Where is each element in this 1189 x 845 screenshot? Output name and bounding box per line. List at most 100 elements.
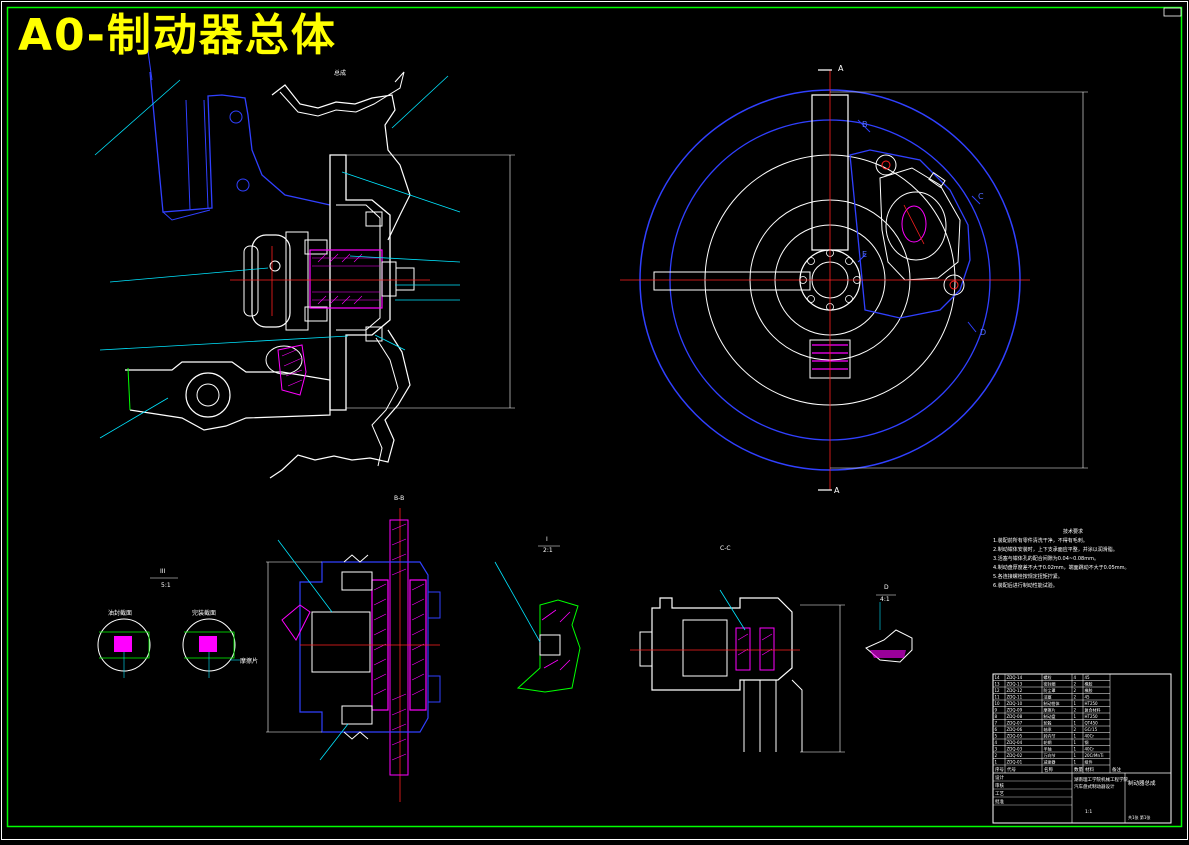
section-b-letter: B [862, 120, 868, 129]
drawing-title: A0-制动器总体 [18, 10, 337, 61]
detail-i-view [494, 545, 581, 693]
parts-header-cell: 名称 [1044, 766, 1053, 773]
parts-cell: 轴承 [1044, 726, 1052, 732]
section-b-view [266, 508, 441, 802]
parts-cell: ZDQ-01 [1007, 760, 1023, 765]
parts-cell: 1 [1074, 734, 1077, 739]
parts-cell: 钢 [1085, 739, 1089, 745]
parts-cell: HT250 [1085, 701, 1099, 706]
tech-note-line: 4.制动盘厚度差不大于0.02mm，端面跳动不大于0.05mm。 [993, 565, 1130, 571]
parts-cell: 减振器 [1044, 759, 1056, 765]
design-name: 汽车盘式制动器设计 [1074, 783, 1115, 790]
tech-notes-title: 技术要求 [1062, 529, 1083, 535]
detail-d-label: D [884, 584, 889, 591]
parts-cell: 复合材料 [1085, 707, 1101, 713]
parts-cell: 橡胶 [1085, 681, 1093, 687]
parts-cell: 1 [1074, 740, 1077, 745]
parts-header-cell: 代号 [1007, 766, 1016, 773]
parts-cell: 半轴 [1044, 746, 1052, 752]
parts-cell: 1 [995, 760, 998, 765]
section-e-letter: E [862, 250, 868, 259]
parts-cell: 轮辋 [1044, 739, 1052, 745]
parts-cell: ZDQ-11 [1007, 695, 1023, 700]
parts-cell: 8 [995, 714, 998, 719]
parts-cell: ZDQ-02 [1007, 753, 1023, 758]
parts-cell: 2 [1074, 727, 1077, 732]
parts-cell: 11 [995, 695, 1001, 700]
sheet-number: 共1张 第1张 [1128, 814, 1150, 820]
parts-cell: QT450 [1085, 721, 1099, 726]
parts-cell: 2 [995, 753, 998, 758]
parts-cell: 轮毂 [1044, 720, 1052, 726]
detail-iii-scale: 5:1 [161, 582, 171, 589]
assembly-section-view [94, 29, 515, 479]
parts-cell: 4 [1074, 675, 1077, 680]
detail-seal-views [97, 577, 240, 678]
parts-cell: ZDQ-09 [1007, 708, 1023, 713]
parts-cell: 14 [995, 675, 1001, 680]
sign-row-label: 工艺 [995, 791, 1004, 797]
parts-cell: GCr15 [1085, 727, 1098, 732]
parts-cell: 1 [1074, 753, 1077, 758]
parts-cell: 13 [995, 682, 1001, 687]
parts-cell: 橡胶 [1085, 687, 1093, 693]
parts-cell: 6 [995, 727, 998, 732]
seal-left-label: 油封截面 [108, 610, 133, 617]
parts-cell: 3 [995, 747, 998, 752]
parts-cell: 活塞 [1044, 694, 1052, 700]
parts-cell: ZDQ-03 [1007, 747, 1023, 752]
parts-cell: 转向节 [1044, 733, 1056, 739]
parts-cell: 1 [1074, 721, 1077, 726]
parts-cell: 40Cr [1085, 734, 1095, 739]
parts-cell: ZDQ-06 [1007, 727, 1023, 732]
section-a-bottom-letter: A [834, 486, 840, 495]
drawing-name-cell: 制动器总成 [1128, 779, 1156, 787]
tech-note-line: 6.装配后进行制动性能试验。 [993, 583, 1058, 589]
parts-cell: 密封圈 [1044, 681, 1056, 687]
parts-cell: 20CrMnTi [1085, 753, 1104, 758]
seal-right-label: 完装截面 [192, 610, 217, 617]
parts-cell: ZDQ-04 [1007, 740, 1023, 745]
scale-value: 1:1 [1085, 809, 1092, 815]
parts-header-cell: 数量 [1074, 766, 1083, 773]
parts-cell: 2 [1074, 708, 1077, 713]
parts-cell: 12 [995, 688, 1001, 693]
parts-cell: ZDQ-05 [1007, 734, 1023, 739]
sign-row-label: 审核 [995, 782, 1004, 789]
section-a-top-letter: A [838, 64, 844, 73]
parts-cell: 1 [1074, 747, 1077, 752]
parts-cell: 制动盘 [1044, 713, 1056, 719]
top-view-mark: 总成 [334, 70, 347, 77]
parts-header-cell: 备注 [1112, 766, 1121, 773]
parts-cell: 螺栓 [1044, 674, 1052, 680]
disc-front-view [620, 69, 1088, 491]
section-c-view [630, 589, 845, 753]
parts-cell: 1 [1074, 714, 1077, 719]
parts-cell: 10 [995, 701, 1001, 706]
parts-cell: 摩擦片 [1044, 707, 1056, 713]
section-d-letter: D [980, 328, 987, 337]
detail-i-scale: 2:1 [543, 547, 553, 554]
section-b-label: B-B [394, 495, 405, 502]
parts-header-cell: 材料 [1085, 766, 1094, 773]
parts-cell: 2 [1074, 695, 1077, 700]
parts-header-cell: 序号 [995, 766, 1004, 773]
parts-cell: ZDQ-10 [1007, 701, 1023, 706]
parts-cell: 2 [1074, 688, 1077, 693]
technical-requirements: 技术要求 1.装配前所有零件清洗干净，不得有毛刺。 2.制动钳体安装时，上下支承… [993, 528, 1163, 591]
parts-cell: 5 [995, 734, 998, 739]
parts-cell: 2 [1074, 682, 1077, 687]
parts-cell: 9 [995, 708, 998, 713]
parts-cell: 45 [1085, 675, 1091, 680]
tech-note-line: 2.制动钳体安装时，上下支承面应平整，并涂以润滑脂。 [993, 547, 1118, 553]
parts-cell: 1 [1074, 701, 1077, 706]
section-c-letter: C [978, 192, 984, 201]
parts-cell: 制动钳体 [1044, 700, 1060, 706]
parts-cell: 1 [1074, 760, 1077, 765]
tech-note-line: 3.活塞与钳体孔的配合间隙为0.04~0.08mm。 [993, 556, 1099, 562]
seal-note-label: 摩擦片 [240, 658, 259, 665]
detail-d-view [865, 594, 913, 663]
